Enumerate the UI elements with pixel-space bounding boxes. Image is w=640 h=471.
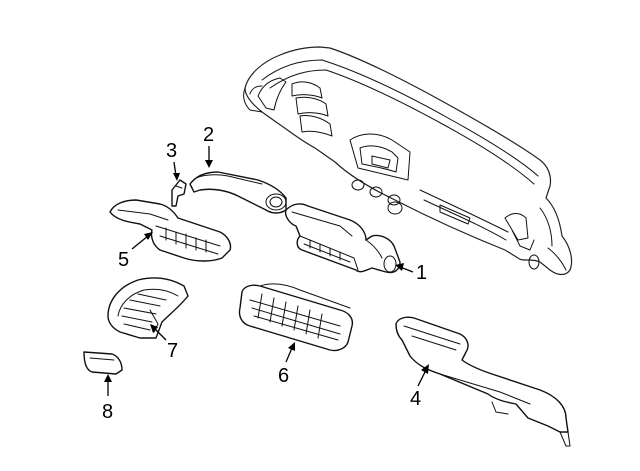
part-3-clip — [171, 179, 187, 207]
part-1-center-duct — [284, 203, 401, 274]
callout-2: 2 — [203, 124, 214, 146]
leader-6 — [285, 347, 293, 363]
callout-8: 8 — [102, 401, 113, 423]
part-6-center-vent — [238, 283, 354, 352]
part-7-corner-vent — [107, 277, 189, 339]
callout-4: 4 — [410, 388, 421, 410]
leader-4 — [417, 369, 427, 387]
callout-7: 7 — [167, 340, 178, 362]
callouts: 1 2 3 4 5 6 7 8 — [102, 124, 429, 423]
dashboard-panel — [243, 46, 573, 276]
leader-7 — [153, 327, 167, 341]
part-2-upper-duct — [189, 171, 287, 214]
callout-5: 5 — [118, 249, 129, 271]
leader-5 — [131, 235, 149, 250]
part-5-side-duct — [109, 199, 232, 262]
callout-6: 6 — [278, 365, 289, 387]
callout-3: 3 — [166, 140, 177, 162]
part-8-cover — [83, 351, 123, 375]
part-4-side-duct — [395, 316, 571, 447]
callout-1: 1 — [416, 262, 427, 284]
